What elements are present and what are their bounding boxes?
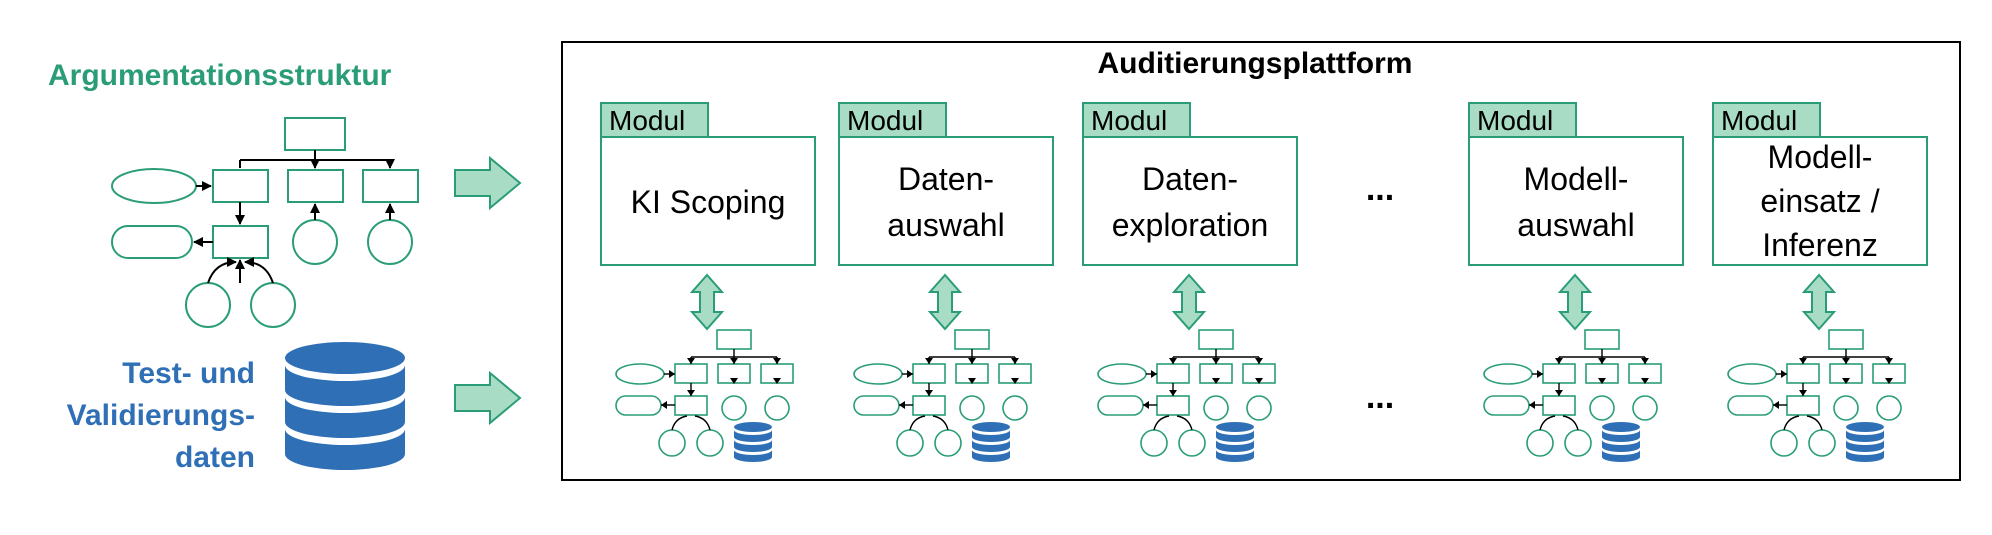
arrow-right-icon	[454, 155, 522, 426]
data-title: Test- und Validierungs- daten	[67, 357, 255, 474]
database-icon	[972, 422, 1010, 462]
module-tab-label: Modul	[609, 105, 685, 136]
module-label-line: einsatz /	[1760, 183, 1879, 219]
double-arrow-icon	[689, 273, 725, 331]
module-ellipsis: ...	[1366, 170, 1394, 208]
mini-graph-cluster	[1727, 329, 1906, 462]
module-label-line: exploration	[1112, 207, 1269, 243]
module-modelleinsatz: Modul Modell- einsatz / Inferenz	[1712, 102, 1928, 266]
module-tab-label: Modul	[847, 105, 923, 136]
module-datenexploration: Modul Daten- exploration	[1082, 102, 1298, 266]
double-arrow-icon	[927, 273, 963, 331]
double-arrow-icons	[689, 273, 1837, 331]
double-arrow-icon	[1801, 273, 1837, 331]
database-icon	[734, 422, 772, 462]
double-arrow-icon	[1171, 273, 1207, 331]
database-icon	[1602, 422, 1640, 462]
data-title-line-3: daten	[175, 441, 255, 474]
module-label-line: Modell-	[1524, 161, 1629, 197]
double-arrow-icon	[1557, 273, 1593, 331]
mini-graph-cluster	[1097, 329, 1276, 462]
module-label-line: auswahl	[1517, 207, 1634, 243]
database-icon	[285, 342, 405, 470]
database-icon	[1846, 422, 1884, 462]
database-icon	[1216, 422, 1254, 462]
module-modellauswahl: Modul Modell- auswahl	[1468, 102, 1684, 266]
module-label-line: Daten-	[898, 161, 994, 197]
module-tab-label: Modul	[1477, 105, 1553, 136]
module-label-line: Modell-	[1768, 139, 1873, 175]
platform-title: Auditierungsplattform	[1098, 47, 1413, 80]
module-label-line: Daten-	[1142, 161, 1238, 197]
module-label-line: auswahl	[887, 207, 1004, 243]
module-tab-label: Modul	[1721, 105, 1797, 136]
structure-title: Argumentationsstruktur	[48, 59, 392, 92]
module-tab-label: Modul	[1091, 105, 1167, 136]
argument-structure-graph	[111, 117, 419, 328]
module-datenauswahl: Modul Daten- auswahl	[838, 102, 1054, 266]
module-label-line: Inferenz	[1762, 227, 1878, 263]
data-title-line-2: Validierungs-	[67, 399, 255, 432]
mini-graph-cluster	[853, 329, 1032, 462]
mini-graph-cluster	[1483, 329, 1662, 462]
module-ki-scoping: Modul KI Scoping	[600, 102, 816, 266]
mini-graph-cluster	[615, 329, 794, 462]
data-title-line-1: Test- und	[122, 357, 255, 390]
module-label-line: KI Scoping	[631, 184, 786, 220]
mini-graph-clusters	[615, 329, 1906, 462]
cluster-ellipsis: ...	[1366, 378, 1394, 416]
platform-frame	[561, 41, 1961, 481]
